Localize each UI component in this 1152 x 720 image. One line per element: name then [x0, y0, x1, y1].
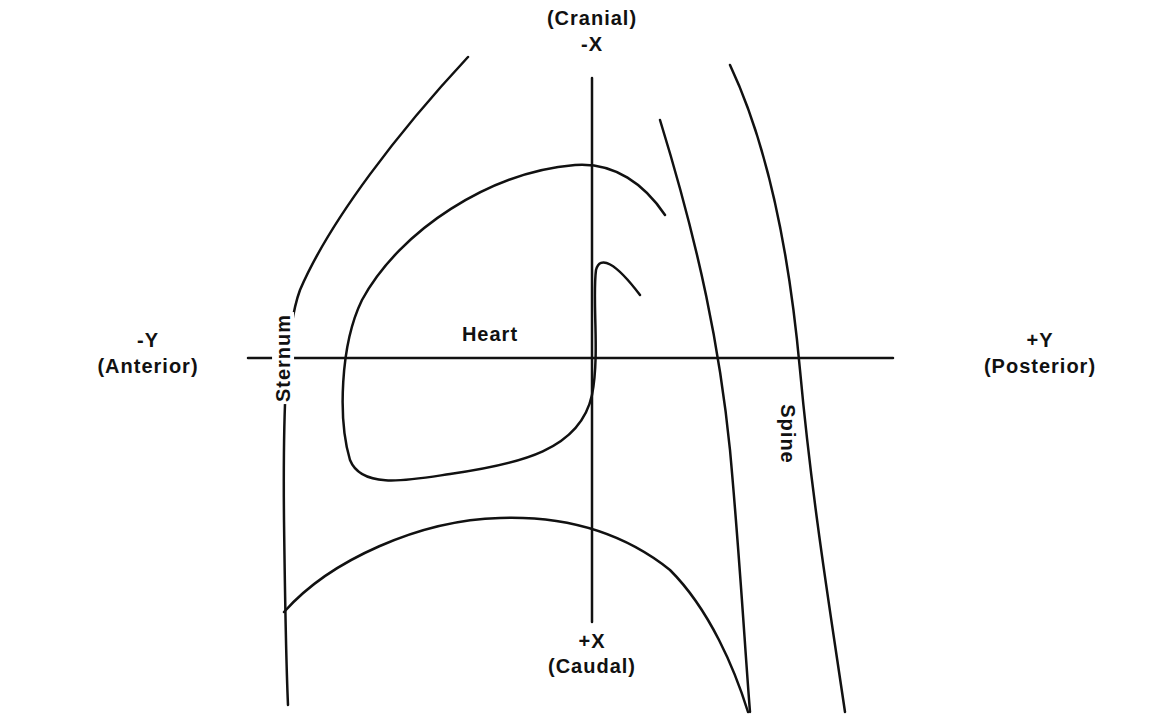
axis-direction: (Caudal)	[548, 656, 636, 676]
chest-wall	[284, 57, 468, 705]
axis-name: -X	[581, 34, 603, 54]
axis-direction: (Cranial)	[547, 8, 637, 28]
heart-outline	[343, 165, 665, 481]
axis-direction: (Posterior)	[984, 356, 1096, 376]
diaphragm	[284, 518, 748, 712]
structure-label: Sternum	[272, 312, 294, 404]
spine-front	[660, 120, 750, 712]
structure-label: Spine	[777, 402, 799, 465]
organ-label: Heart	[462, 324, 518, 344]
axis-name: +X	[578, 631, 605, 651]
axis-name: +Y	[1026, 330, 1053, 350]
axis-direction: (Anterior)	[97, 356, 198, 376]
spine-back	[730, 65, 845, 712]
axis-name: -Y	[137, 330, 159, 350]
y-axis-line	[248, 357, 893, 360]
x-axis-line	[591, 78, 594, 622]
